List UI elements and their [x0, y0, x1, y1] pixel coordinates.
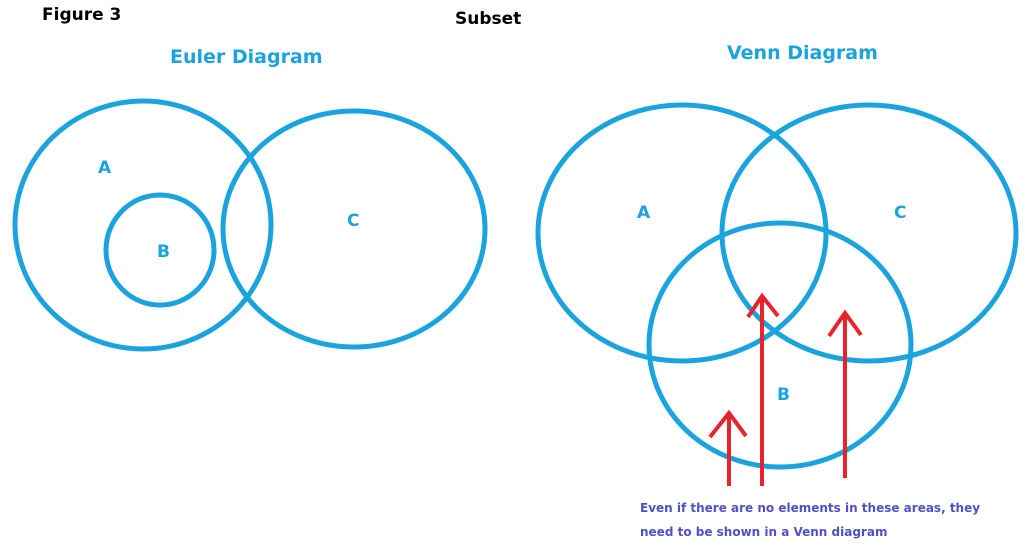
euler-circle-a [12, 98, 274, 352]
note-line-2: need to be shown in a Venn diagram [640, 525, 887, 539]
arrow-middle [746, 292, 780, 486]
euler-diagram: Euler Diagram A B C [12, 46, 488, 352]
note-line-1: Even if there are no elements in these a… [640, 501, 980, 515]
euler-title: Euler Diagram [170, 46, 323, 68]
page-subtitle: Subset [455, 9, 521, 29]
venn-circle-b [646, 220, 914, 470]
euler-circle-b [103, 192, 217, 308]
venn-label-a: A [637, 203, 651, 223]
euler-label-c: C [347, 211, 359, 231]
euler-label-b: B [157, 242, 170, 262]
arrow-left [708, 409, 748, 486]
euler-label-a: A [98, 158, 112, 178]
venn-circle-a [535, 102, 829, 364]
venn-label-b: B [777, 385, 790, 405]
venn-title: Venn Diagram [727, 42, 878, 64]
venn-circle-c [719, 102, 1019, 364]
annotation-arrows [708, 292, 863, 486]
arrow-right [827, 309, 863, 478]
euler-circle-c [220, 108, 488, 350]
venn-label-c: C [894, 203, 906, 223]
figure-label: Figure 3 [42, 5, 121, 25]
venn-diagram: Venn Diagram A B C [535, 42, 1019, 470]
